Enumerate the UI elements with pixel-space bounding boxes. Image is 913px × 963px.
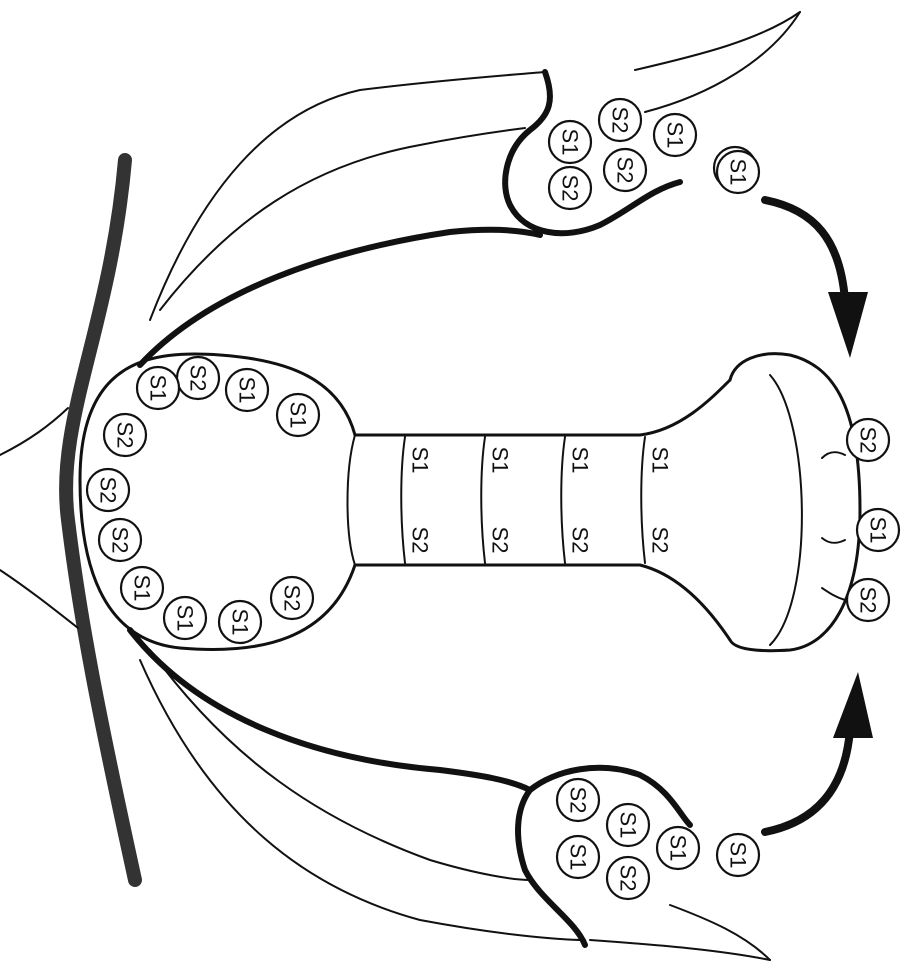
svg-text:S1: S1 [616, 812, 641, 839]
style-band-label: S1 [408, 447, 433, 474]
pollen-grain-top: S2 [604, 149, 646, 191]
svg-text:S1: S1 [666, 835, 691, 862]
svg-text:S1: S1 [726, 159, 751, 186]
svg-text:S2: S2 [608, 107, 633, 134]
svg-text:S1: S1 [173, 605, 198, 632]
ovule: S2 [99, 519, 141, 561]
ovule: S2 [271, 577, 313, 619]
ovule: S2 [87, 469, 129, 511]
svg-text:S2: S2 [856, 587, 881, 614]
stigma [730, 354, 860, 651]
pollen-grain-top: S1 [654, 114, 696, 156]
svg-text:S1: S1 [663, 122, 688, 149]
pollen-grain-top: S2 [549, 167, 591, 209]
svg-text:S2: S2 [613, 157, 638, 184]
svg-text:S2: S2 [566, 787, 591, 814]
svg-text:S1: S1 [866, 517, 891, 544]
pollen-grain-bottom-free: S1 [717, 834, 759, 876]
style-band-label: S2 [488, 527, 513, 554]
svg-text:S2: S2 [113, 422, 138, 449]
svg-text:S1: S1 [558, 129, 583, 156]
pollen-grain-bottom: S1 [607, 804, 649, 846]
pollen-grain-top: S2 [599, 99, 641, 141]
pollen-grain-bottom: S1 [657, 827, 699, 869]
style-band-label: S2 [568, 527, 593, 554]
svg-text:S1: S1 [228, 609, 253, 636]
style-band-label: S1 [648, 447, 673, 474]
svg-text:S2: S2 [856, 427, 881, 454]
upper-flower-parts [140, 12, 800, 365]
svg-text:S2: S2 [558, 175, 583, 202]
svg-text:S1: S1 [146, 375, 171, 402]
svg-text:S1: S1 [726, 842, 751, 869]
svg-text:S2: S2 [108, 527, 133, 554]
lower-flower-parts [130, 630, 770, 960]
ovule: S1 [164, 597, 206, 639]
style-band-label: S1 [568, 447, 593, 474]
stigma-pollen-grain: S1 [857, 509, 899, 551]
stigma-pollen-grain: S2 [847, 579, 889, 621]
ovule: S1 [226, 369, 268, 411]
pollen-grain-top: S1 [549, 121, 591, 163]
svg-text:S1: S1 [286, 402, 311, 429]
pollen-grain-bottom: S2 [557, 779, 599, 821]
style-band-label: S1 [488, 447, 513, 474]
svg-text:S1: S1 [566, 844, 591, 871]
pollen-grain-bottom: S1 [557, 836, 599, 878]
ovule: S2 [104, 414, 146, 456]
arrow-bottom [765, 672, 873, 832]
ovule: S2 [177, 357, 219, 399]
pollen-grain-bottom: S2 [607, 857, 649, 899]
pollen-grain-top-free: S1 [717, 151, 759, 193]
svg-text:S2: S2 [186, 365, 211, 392]
stigma-pollen-grain: S2 [847, 419, 889, 461]
ovule: S1 [121, 567, 163, 609]
style-band-label: S2 [648, 527, 673, 554]
style [355, 380, 730, 640]
ovule: S1 [137, 367, 179, 409]
ovule: S1 [277, 394, 319, 436]
svg-text:S2: S2 [96, 477, 121, 504]
svg-text:S1: S1 [130, 575, 155, 602]
svg-text:S1: S1 [235, 377, 260, 404]
svg-text:S2: S2 [616, 865, 641, 892]
ovule: S1 [219, 601, 261, 643]
style-band-label: S2 [408, 527, 433, 554]
svg-text:S2: S2 [280, 585, 305, 612]
arrow-top [765, 200, 868, 358]
